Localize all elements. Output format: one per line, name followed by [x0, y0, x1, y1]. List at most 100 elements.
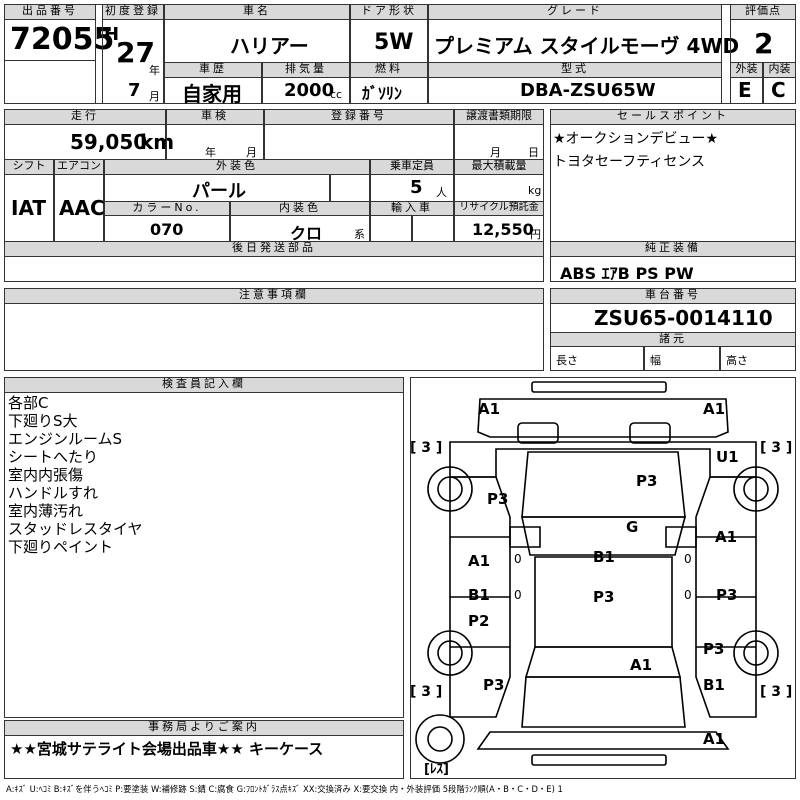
reg-number-header: 登録番号	[264, 109, 454, 125]
notes-cell	[4, 303, 544, 371]
inspection-month-unit: 月	[246, 146, 257, 159]
reg-year-unit: 年	[149, 64, 160, 77]
front-bumper	[477, 398, 729, 438]
mark-front-right-fender: U1	[716, 448, 739, 466]
lot-number-blank	[4, 60, 96, 104]
fuel-cell	[350, 77, 428, 104]
interior-score: C	[771, 78, 786, 102]
inspector-line: 下廻りS大	[8, 412, 78, 430]
color-no: 070	[150, 220, 184, 239]
first-reg-cell	[102, 19, 164, 104]
door-mark-right-2: 0	[684, 588, 692, 602]
length-cell	[550, 346, 644, 371]
ext-color-header: 外装色	[104, 159, 370, 175]
door-mark-left: 0	[514, 552, 522, 566]
mark-rear-bumper-a1: A1	[703, 730, 726, 748]
max-load-unit: kg	[528, 184, 542, 197]
first-reg-header: 初度登録	[102, 4, 164, 20]
sales-point-line-1: ★オークションデビュー★	[553, 131, 719, 147]
later-parts-cell	[4, 256, 544, 282]
lot-number: 72055	[10, 22, 115, 57]
lot-number-header: 出品番号	[4, 4, 96, 20]
inspection-year-unit: 年	[205, 146, 216, 159]
top-info-block	[4, 4, 796, 104]
reg-month-unit: 月	[149, 90, 160, 103]
int-color: クロ	[290, 224, 323, 243]
mark-center-b1: B1	[593, 548, 615, 566]
left-mirror	[509, 526, 541, 548]
car-name-header: 車名	[164, 4, 350, 20]
car-name: ハリアー	[230, 34, 309, 58]
import-cell-2	[412, 215, 454, 242]
max-load-header: 最大積載量	[454, 159, 544, 175]
inspector-line: 下廻りペイント	[8, 538, 114, 556]
recycle-header: リサイクル預託金	[454, 201, 544, 216]
score-header: 評価点	[730, 4, 796, 20]
recycle-unit: 円	[530, 228, 541, 241]
height-cell	[720, 346, 796, 371]
car-diagram	[415, 381, 779, 766]
spare-tire-label: [ﾚｽ]	[424, 762, 449, 777]
history-cell	[164, 77, 262, 104]
fuel-header: 燃料	[350, 62, 428, 78]
import-header: 輸入車	[370, 201, 454, 216]
width-label: 幅	[650, 354, 661, 367]
transfer-month-unit: 月	[490, 146, 501, 159]
spare-tire	[415, 714, 465, 764]
front-top-bar	[531, 381, 667, 393]
era-letter: H	[104, 24, 120, 45]
headlight-right	[629, 422, 671, 444]
mark-front-right: A1	[703, 400, 726, 418]
door-mark-left-2: 0	[514, 588, 522, 602]
inspector-line: シートへたり	[8, 448, 99, 466]
later-parts-header: 後日発送部品	[4, 241, 544, 257]
inspection-header: 車検	[166, 109, 264, 125]
history: 自家用	[182, 82, 242, 106]
capacity-header: 乗車定員	[370, 159, 454, 175]
model: DBA-ZSU65W	[520, 80, 656, 101]
legend: A:ｷｽﾞ U:ﾍｺﾐ B:ｷｽﾞを伴うﾍｺﾐ P:要塗装 W:補修跡 S:錆 …	[6, 784, 563, 794]
mark-center-p3: P3	[593, 588, 615, 606]
inspector-line: スタッドレスタイヤ	[8, 520, 143, 538]
rear-window	[524, 646, 682, 678]
exterior-cell	[730, 77, 763, 104]
headlight-left	[517, 422, 559, 444]
mark-front-left: A1	[478, 400, 501, 418]
inspector-line: 室内薄汚れ	[8, 502, 84, 520]
hood	[521, 451, 686, 518]
interior-header: 内装	[763, 62, 796, 78]
mark-left-quarter-p3: P3	[483, 676, 505, 694]
mark-rear-a1: A1	[630, 656, 653, 674]
reg-number-cell	[264, 124, 454, 160]
inspector-lines: 各部C 下廻りS大 エンジンルームS シートへたり 室内内張傷 ハンドルすれ 室…	[8, 394, 143, 556]
ac: AAC	[59, 196, 105, 220]
import-cell	[370, 215, 412, 242]
inspector-line: 各部C	[8, 394, 49, 412]
wheel-front-left	[427, 466, 473, 512]
sales-point-line-2: トヨタセーフティセンス	[553, 154, 706, 170]
rear-bumper	[476, 731, 730, 750]
car-diagram-frame	[410, 377, 796, 779]
reg-month: 7	[128, 80, 141, 101]
shift: IAT	[11, 196, 47, 220]
interior-cell	[763, 77, 796, 104]
reg-year: 27	[116, 36, 155, 69]
tire-fr: [ 3 ]	[760, 440, 793, 456]
model-header: 型式	[428, 62, 722, 78]
height-label: 高さ	[726, 354, 748, 367]
tire-rl: [ 3 ]	[410, 684, 443, 700]
wheel-rear-right	[733, 630, 779, 676]
ext-color: パール	[192, 181, 246, 202]
genuine-equipment: ABS ｴｱB PS PW	[560, 264, 694, 283]
displacement-unit: cc	[330, 88, 343, 101]
wheel-front-right	[733, 466, 779, 512]
mark-right-quarter-p3: P3	[703, 640, 725, 658]
int-color-unit: 系	[354, 228, 365, 241]
genuine-equipment-header: 純正装備	[550, 241, 796, 257]
right-side	[695, 476, 757, 718]
displacement-header: 排気量	[262, 62, 350, 78]
mark-left-front-upper: P3	[487, 490, 509, 508]
genuine-equipment-cell	[550, 256, 796, 282]
history-header: 車歴	[164, 62, 262, 78]
tire-rr: [ 3 ]	[760, 684, 793, 700]
